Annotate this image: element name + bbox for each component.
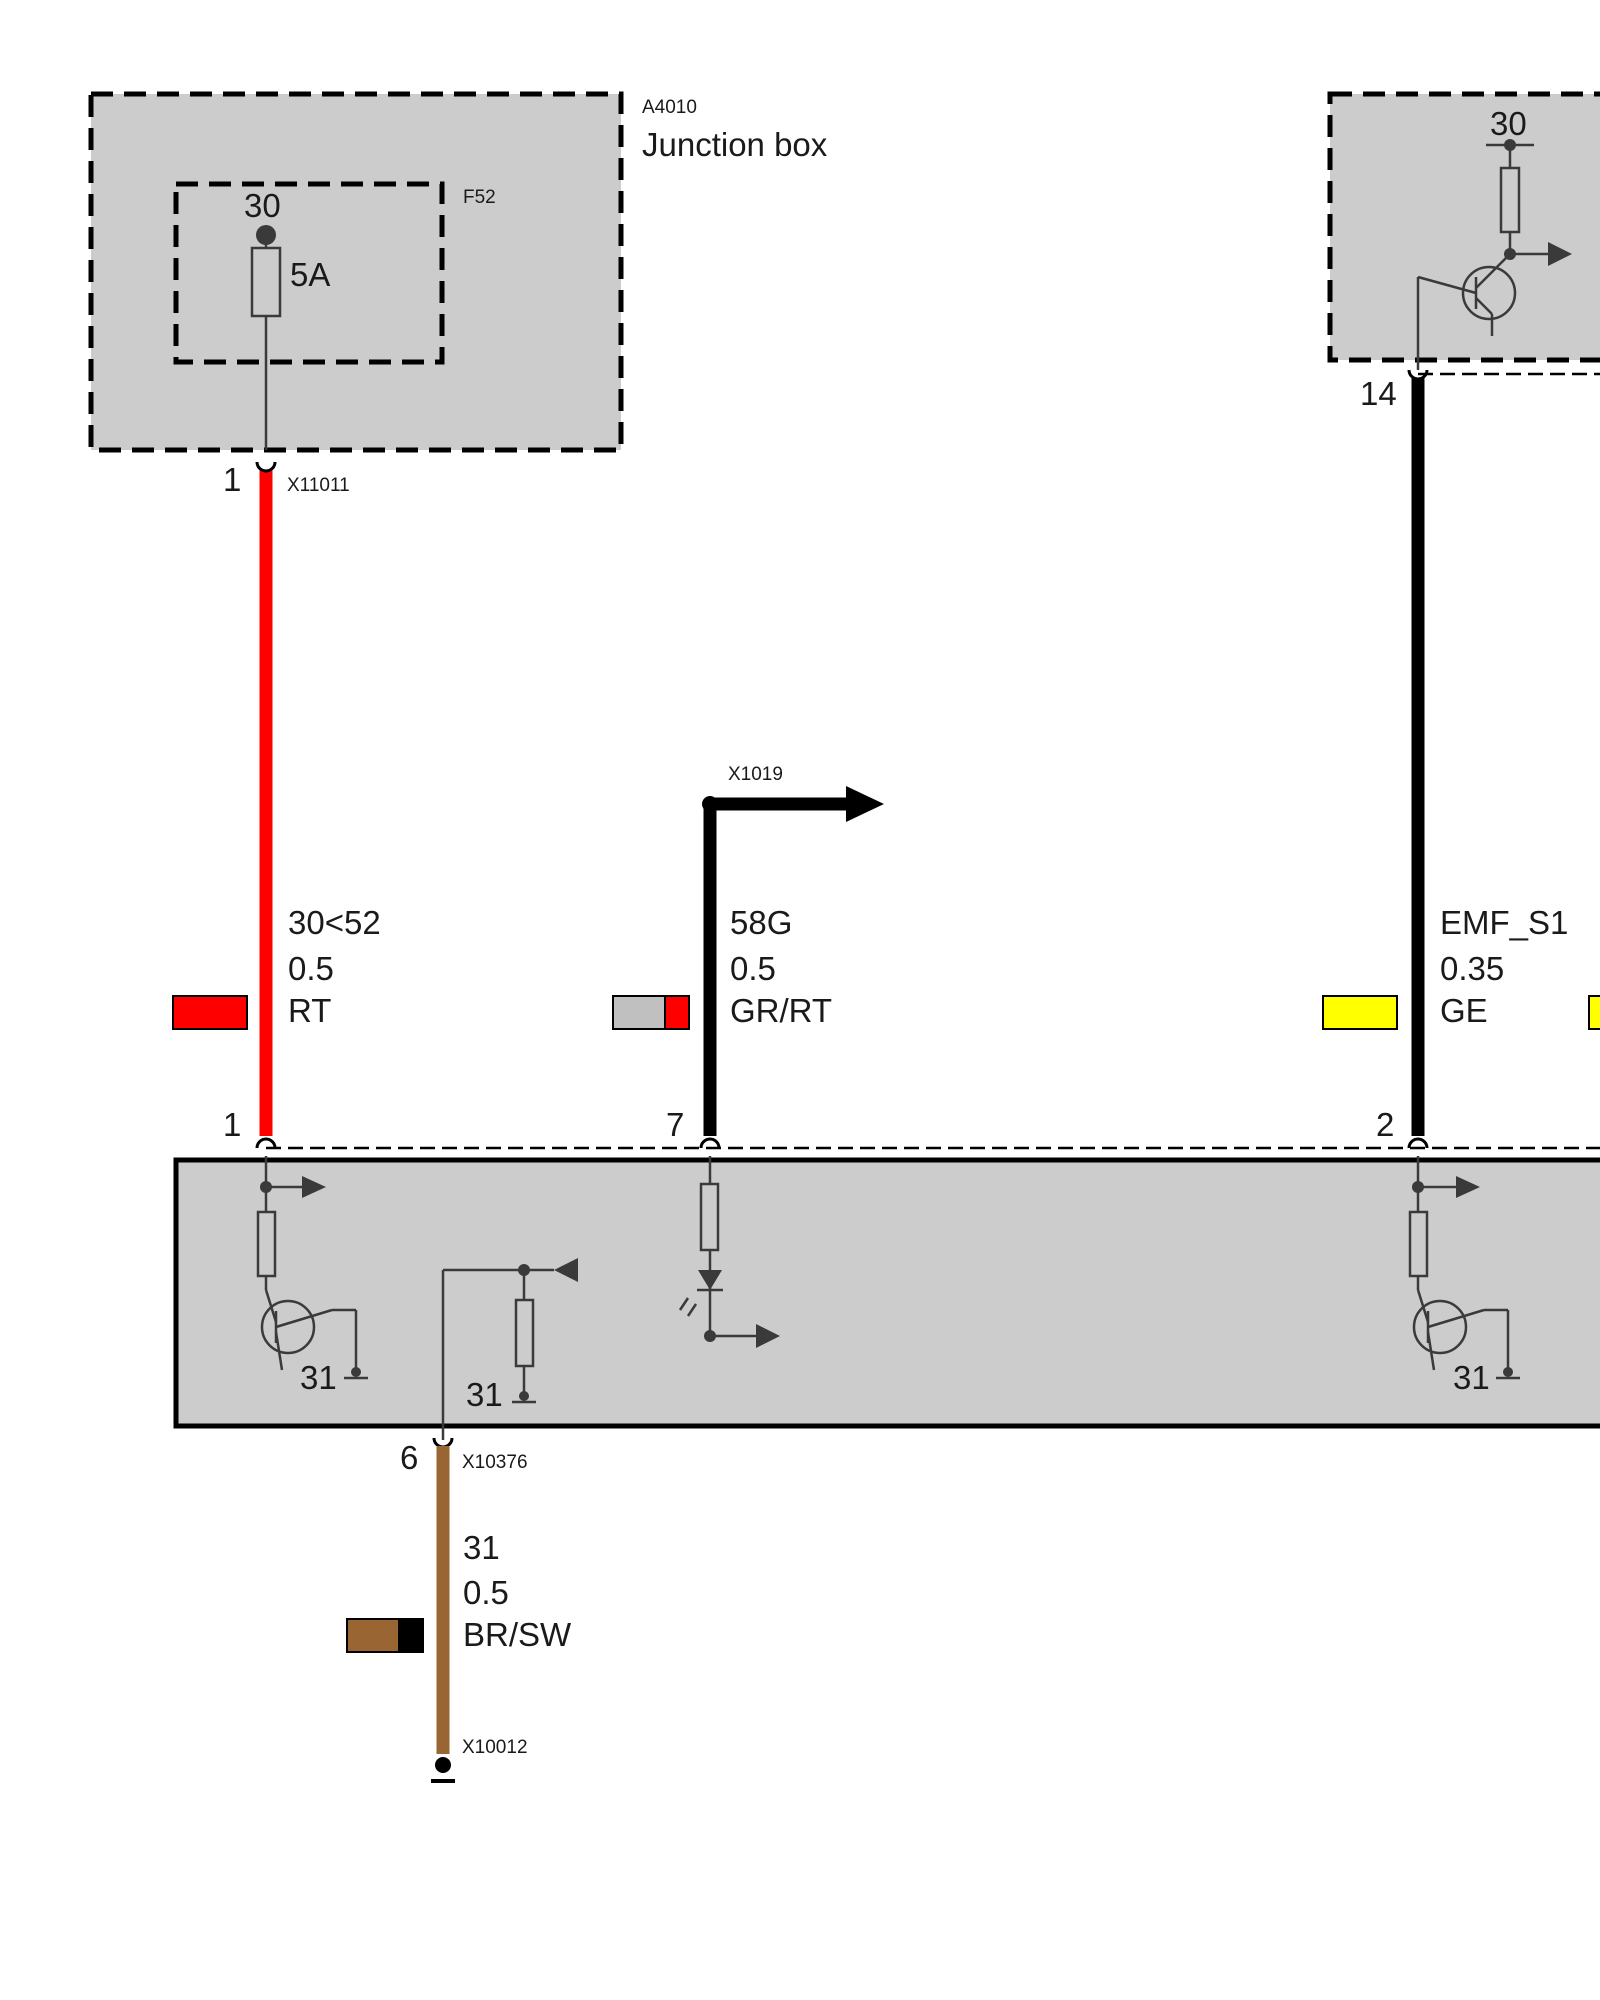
junction-box-id: A4010	[642, 97, 697, 118]
wire-color-swatch-yellow	[1322, 995, 1398, 1030]
wire-4-gauge: 0.5	[463, 1574, 509, 1611]
resistor-symbol	[1408, 1210, 1429, 1278]
circuit-pin-1	[256, 1156, 368, 1380]
resistor-symbol	[514, 1298, 535, 1368]
wire-1-color: RT	[288, 992, 331, 1029]
ground-label-1: 31	[300, 1359, 337, 1396]
wire-3-signal: EMF_S1	[1440, 904, 1568, 941]
output-arrow-icon	[1548, 242, 1572, 266]
ground-dot	[1503, 1367, 1513, 1377]
junction-box[interactable]	[88, 91, 624, 453]
wire-color-swatch-red-stripe	[664, 995, 690, 1030]
output-arrow-icon	[302, 1176, 326, 1198]
lower-pin-6-label: 6	[400, 1439, 418, 1476]
transistor-symbol	[1461, 265, 1517, 321]
transistor-base-lead	[1427, 1308, 1485, 1329]
output-arrow-icon	[756, 1324, 780, 1348]
transistor-collector	[1475, 253, 1511, 289]
transistor-collector	[1416, 1289, 1430, 1323]
ground-point-label: X10012	[462, 1737, 528, 1758]
transistor-emitter	[1475, 297, 1493, 315]
pin-14-socket	[1407, 369, 1429, 381]
ground-point-dot	[435, 1757, 451, 1773]
terminal-30-dot	[256, 225, 276, 245]
resistor-symbol	[699, 1182, 720, 1252]
upper-right-module-outline	[1327, 91, 1600, 363]
wire-color-swatch-grey	[612, 995, 666, 1030]
fuse-symbol[interactable]	[250, 246, 282, 318]
transistor-collector	[264, 1289, 278, 1323]
transistor-base-lead	[275, 1308, 333, 1329]
upper-right-module[interactable]	[1327, 91, 1600, 376]
wire-3-color: GE	[1440, 992, 1488, 1029]
fuse-rating: 5A	[290, 256, 330, 293]
wire-4-signal: 31	[463, 1529, 500, 1566]
wire-1-gauge: 0.5	[288, 950, 334, 987]
circuit-ground-pin-6	[441, 1258, 578, 1440]
junction-connector-label: X11011	[287, 475, 350, 496]
wire-2-signal: 58G	[730, 904, 792, 941]
upper-right-terminal-label: 30	[1490, 105, 1527, 142]
led-icon	[698, 1270, 722, 1290]
transistor-emitter	[274, 1331, 284, 1371]
ground-label-3: 31	[1453, 1359, 1490, 1396]
continuation-arrow-icon[interactable]	[846, 786, 884, 822]
wire-color-swatch-red	[172, 995, 248, 1030]
wire-3-gauge: 0.35	[1440, 950, 1504, 987]
transistor-base-lead	[1417, 275, 1477, 295]
pin-1-top-socket	[255, 461, 277, 473]
input-arrow-icon	[554, 1258, 578, 1282]
ground-dot	[519, 1391, 529, 1401]
light-emission-icon	[686, 1303, 698, 1317]
wire-2-color: GR/RT	[730, 992, 832, 1029]
lower-module-outline[interactable]	[173, 1157, 1600, 1429]
fuse-enclosure	[173, 181, 445, 365]
transistor-symbol	[1412, 1299, 1468, 1355]
ground-label-2: 31	[466, 1376, 503, 1413]
wire-color-swatch-yellow-secondary	[1588, 995, 1600, 1030]
junction-box-outline	[88, 91, 624, 453]
wire-color-swatch-brown	[346, 1618, 400, 1653]
resistor-symbol	[1499, 166, 1521, 234]
ground-dot	[351, 1367, 361, 1377]
ground-connector-label: X10376	[462, 1452, 528, 1473]
light-emission-icon	[678, 1297, 690, 1311]
wire-color-swatch-black-stripe	[398, 1618, 424, 1653]
resistor-symbol	[256, 1210, 277, 1278]
transistor-emitter	[1426, 1331, 1436, 1371]
pin-1-socket	[255, 1137, 277, 1149]
lower-pin-2-label: 2	[1376, 1106, 1394, 1143]
pin-2-socket	[1407, 1137, 1429, 1149]
wire-2-gauge: 0.5	[730, 950, 776, 987]
circuit-pin-7	[678, 1156, 780, 1348]
output-arrow-icon	[1456, 1176, 1480, 1198]
fuse-id: F52	[463, 187, 496, 208]
connector-x1019-label: X1019	[728, 764, 783, 785]
pin-7-socket	[699, 1137, 721, 1149]
lower-pin-1-label: 1	[223, 1106, 241, 1143]
wire-4-color: BR/SW	[463, 1616, 572, 1653]
wire-1-signal: 30<52	[288, 904, 381, 941]
junction-pin-label: 1	[223, 461, 241, 498]
junction-box-name: Junction box	[642, 126, 828, 163]
fuse-terminal-label: 30	[244, 187, 281, 224]
lower-pin-7-label: 7	[666, 1106, 684, 1143]
circuit-pin-2	[1408, 1156, 1520, 1380]
upper-right-pin-label: 14	[1360, 375, 1397, 412]
transistor-symbol	[260, 1299, 316, 1355]
